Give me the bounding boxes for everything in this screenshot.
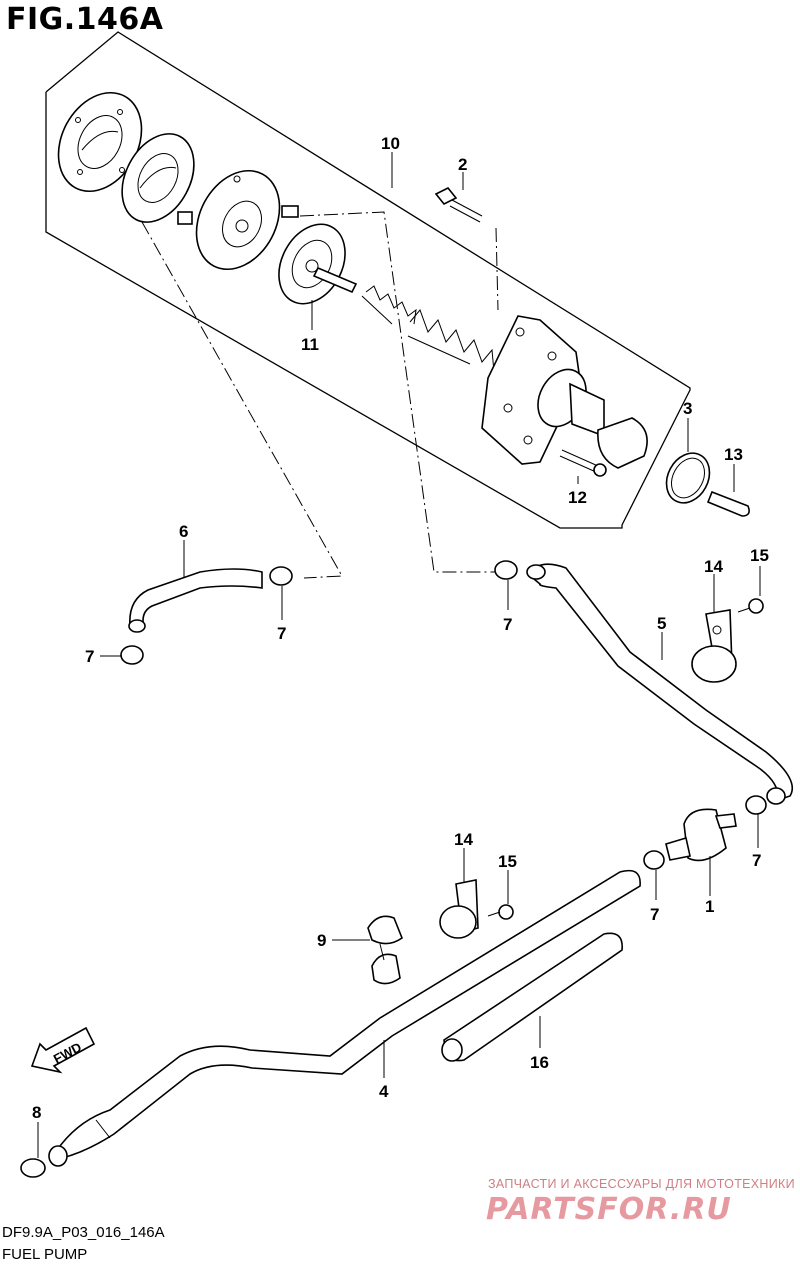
bracket-lower-part	[439, 879, 479, 939]
large-spring-part	[407, 309, 495, 373]
reference-lines	[141, 211, 499, 579]
bracket-part	[691, 609, 737, 683]
callout-7-hose6: 7	[85, 647, 94, 666]
hose-16-part	[443, 932, 623, 1062]
bolt-part	[434, 186, 483, 223]
hose-6-part	[129, 568, 263, 629]
hose-4-part	[59, 869, 641, 1159]
callout-7-center: 7	[503, 615, 512, 634]
watermark-tagline: ЗАПЧАСТИ И АКСЕССУАРЫ ДЛЯ МОТОТЕХНИКИ	[488, 1177, 795, 1191]
watermark-logo: PARTSFOR.RU	[486, 1192, 732, 1227]
o-ring-part	[665, 452, 711, 504]
filter-part	[665, 808, 737, 862]
callout-3: 3	[683, 399, 692, 418]
callout-9: 9	[317, 931, 326, 950]
bolt-15-part	[737, 598, 764, 614]
callout-14-lower: 14	[454, 830, 473, 849]
callout-15-upper: 15	[750, 546, 769, 565]
callout-7-left: 7	[277, 624, 286, 643]
screw-part	[559, 449, 607, 477]
gasket-part	[121, 133, 195, 223]
small-spring-part	[361, 285, 417, 325]
callout-14-upper: 14	[704, 557, 723, 576]
assembly-outline	[45, 31, 691, 529]
callout-8: 8	[32, 1103, 41, 1122]
callout-15-lower: 15	[498, 852, 517, 871]
bolt-15-lower-part	[487, 904, 514, 920]
pump-mount-part	[481, 315, 648, 469]
callout-13: 13	[724, 445, 743, 464]
callout-6: 6	[179, 522, 188, 541]
callout-10: 10	[381, 134, 400, 153]
callout-2: 2	[458, 155, 467, 174]
fwd-arrow-icon: FWD	[30, 1026, 96, 1074]
leader-lines	[37, 152, 761, 1158]
fwd-label: FWD	[51, 1039, 84, 1066]
callout-12: 12	[568, 488, 587, 507]
callout-5: 5	[657, 614, 666, 633]
callout-7-right: 7	[752, 851, 761, 870]
pump-body-part	[177, 169, 299, 271]
diaphragm-part	[278, 223, 358, 305]
callout-11: 11	[301, 335, 319, 354]
pin-part	[706, 490, 750, 517]
callout-7-filter: 7	[650, 905, 659, 924]
figure-title: FIG.146A	[6, 2, 164, 37]
callout-1: 1	[705, 897, 714, 916]
callout-4: 4	[379, 1082, 389, 1101]
figure-code: DF9.9A_P03_016_146A	[2, 1224, 165, 1241]
callout-labels: 10 2 11 3 13 12 6 7 7 7 15 14 5 14 15 9 …	[32, 134, 769, 1122]
clip-part	[20, 560, 767, 1178]
callout-16: 16	[530, 1053, 549, 1072]
clamp-part	[367, 915, 403, 985]
figure-caption: FUEL PUMP	[2, 1246, 88, 1263]
